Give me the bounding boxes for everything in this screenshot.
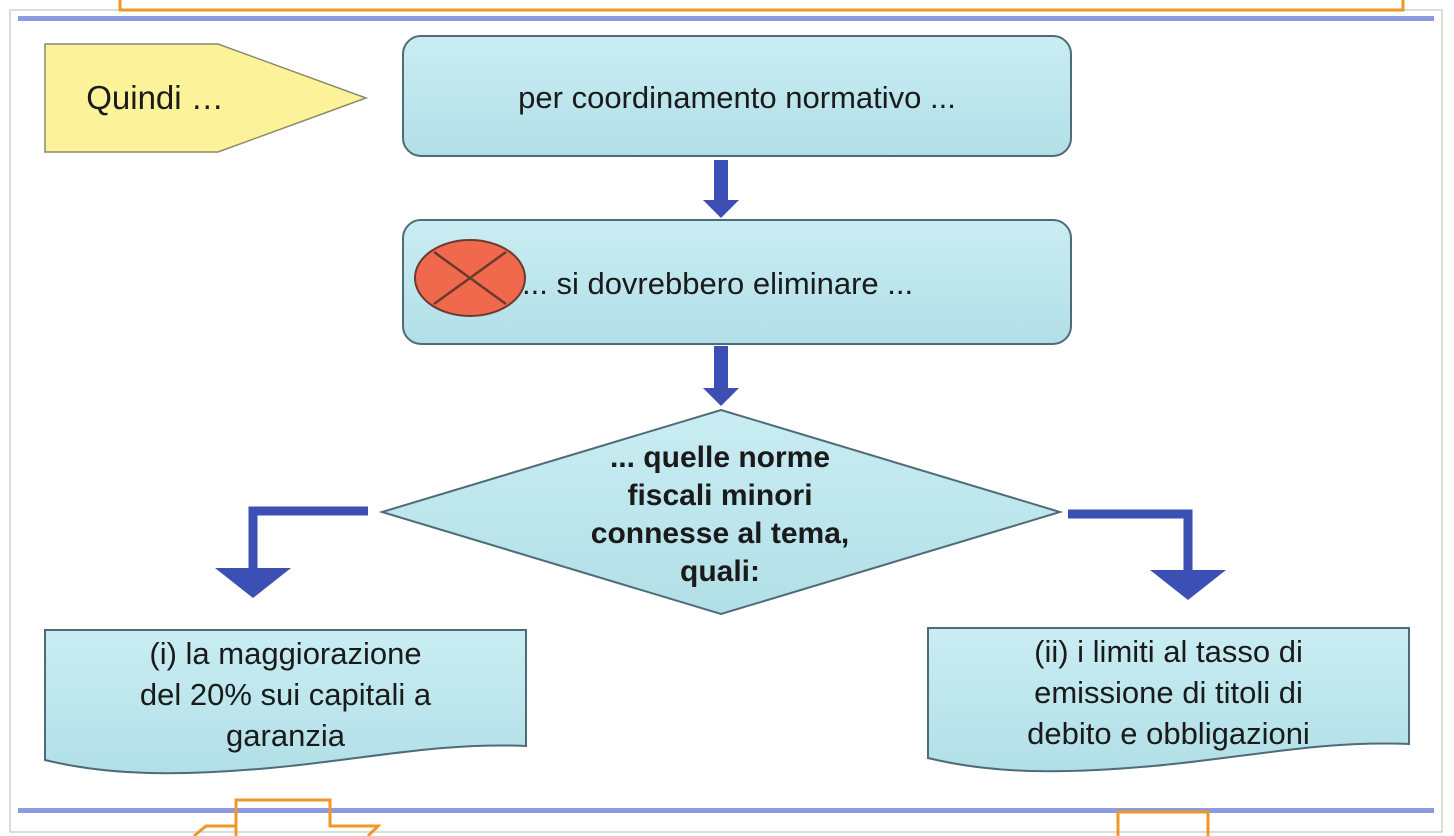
top-orange-frame <box>118 0 1405 12</box>
step2-label: ... si dovrebbero eliminare ... <box>522 266 914 301</box>
right-document-text: (ii) i limiti al tasso di emissione di t… <box>928 630 1409 754</box>
start-label: Quindi … <box>86 79 224 116</box>
decision-line: quali: <box>680 555 760 588</box>
bottom-right-orange-frame <box>1116 810 1210 836</box>
down-arrow-2 <box>703 346 739 406</box>
left-doc-line: (i) la maggiorazione <box>149 635 422 671</box>
right-document-shape <box>927 627 1410 773</box>
left-doc-line: garanzia <box>226 717 345 753</box>
step1-label: per coordinamento normativo ... <box>518 80 956 115</box>
step1-box <box>402 35 1072 157</box>
x-circle-icon <box>414 239 526 317</box>
bottom-left-orange-arrow <box>193 824 236 836</box>
step2-box <box>402 219 1072 345</box>
bottom-rule <box>18 808 1434 813</box>
decision-text: ... quelle norme fiscali minori connesse… <box>520 440 920 590</box>
left-branch-arrow <box>215 506 368 598</box>
right-doc-line: emissione di titoli di <box>1034 674 1303 710</box>
left-doc-line: del 20% sui capitali a <box>139 676 432 712</box>
left-document-shape <box>44 629 527 775</box>
decision-line: ... quelle norme <box>609 441 831 474</box>
decision-diamond <box>378 408 1064 616</box>
start-shape <box>44 43 369 153</box>
right-doc-line: debito e obbligazioni <box>1027 715 1310 751</box>
right-branch-arrow <box>1068 509 1226 600</box>
right-doc-line: (ii) i limiti al tasso di <box>1034 633 1303 669</box>
down-arrow-1 <box>703 160 739 218</box>
decision-line: connesse al tema, <box>590 517 850 550</box>
bottom-left-orange-frame <box>234 798 382 836</box>
decision-line: fiscali minori <box>627 479 813 512</box>
left-document-text: (i) la maggiorazione del 20% sui capital… <box>45 632 526 756</box>
top-rule <box>18 16 1434 21</box>
